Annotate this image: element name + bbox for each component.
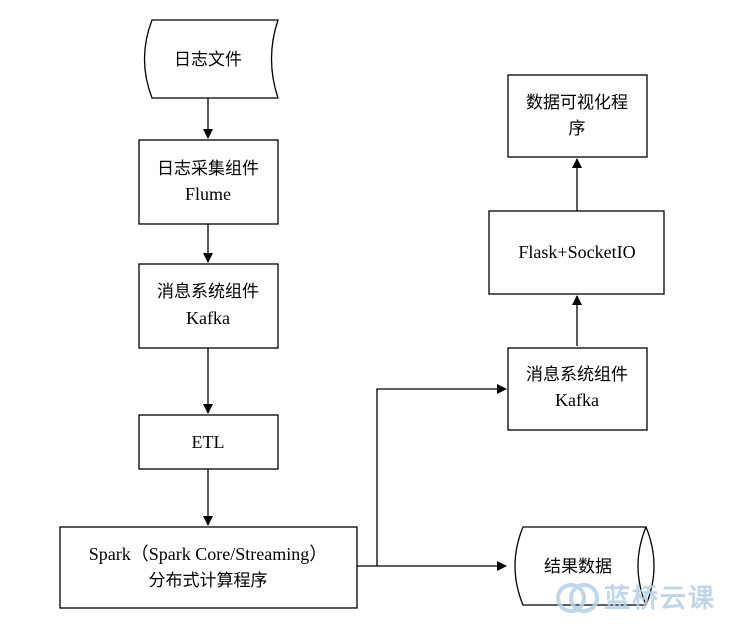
node-flume: 日志采集组件 Flume bbox=[138, 139, 279, 225]
node-visualization: 数据可视化程 序 bbox=[507, 74, 648, 158]
node-kafka-left: 消息系统组件 Kafka bbox=[138, 263, 279, 349]
etl-label: ETL bbox=[192, 432, 225, 452]
watermark-logo-icon bbox=[556, 583, 599, 613]
kafka-left-label-line1: 消息系统组件 bbox=[157, 282, 259, 302]
log-file-label: 日志文件 bbox=[174, 50, 242, 70]
result-data-label: 结果数据 bbox=[544, 557, 612, 577]
spark-label-line2: 分布式计算程序 bbox=[149, 571, 268, 591]
watermark-text: 蓝桥云课 bbox=[604, 584, 716, 614]
flume-label-line2: Flume bbox=[185, 184, 231, 204]
node-result-data: 结果数据 bbox=[514, 526, 655, 606]
node-kafka-right: 消息系统组件 Kafka bbox=[507, 347, 648, 431]
spark-label-line1: Spark（Spark Core/Streaming） bbox=[89, 544, 327, 564]
kafka-right-label-line1: 消息系统组件 bbox=[526, 365, 628, 385]
node-flask-socketio: Flask+SocketIO bbox=[488, 210, 665, 295]
visual-label-line1: 数据可视化程 bbox=[526, 93, 628, 113]
arrow-spark-to-kafka-right bbox=[357, 384, 507, 567]
flask-label: Flask+SocketIO bbox=[518, 242, 635, 262]
watermark: 蓝桥云课 bbox=[556, 583, 716, 614]
visual-label-line2: 序 bbox=[569, 119, 586, 139]
flume-label-line1: 日志采集组件 bbox=[157, 159, 259, 179]
kafka-right-label-line2: Kafka bbox=[555, 390, 599, 410]
node-log-file: 日志文件 bbox=[143, 19, 279, 99]
node-spark: Spark（Spark Core/Streaming） 分布式计算程序 bbox=[59, 526, 358, 609]
node-etl: ETL bbox=[138, 414, 279, 470]
kafka-left-label-line2: Kafka bbox=[186, 308, 230, 328]
